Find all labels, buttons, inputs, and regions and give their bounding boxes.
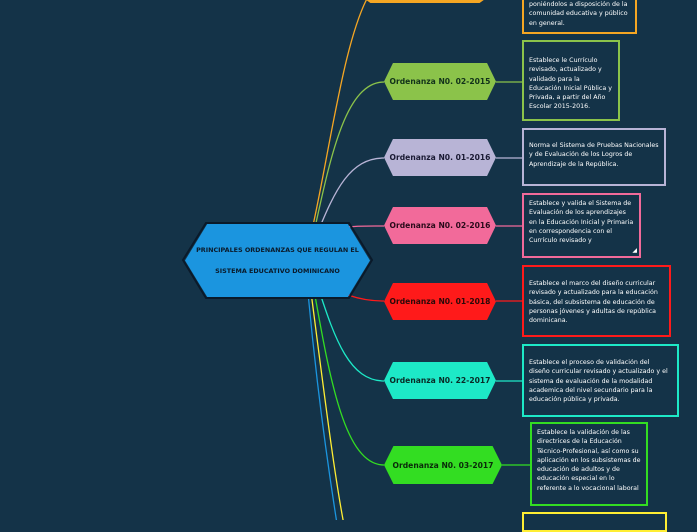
description-box-01-2018[interactable]: Establece el marco del diseño curricular… — [522, 265, 671, 337]
node-ordenanza-01-2018[interactable]: Ordenanza N0. 01-2018 — [384, 283, 496, 320]
node-label: Ordenanza N0. 02-2015 — [389, 77, 491, 86]
connector-branch-6 — [313, 289, 385, 466]
description-text: Establece el marco del diseño curricular… — [529, 280, 658, 325]
description-text: poniéndolos a disposición de la comunida… — [529, 1, 628, 27]
description-text: Establece le Currículo revisado, actuali… — [529, 57, 612, 111]
node-ordenanza-top[interactable] — [360, 0, 490, 3]
mindmap-connectors — [181, 0, 530, 520]
description-box-01-2016[interactable]: Norma el Sistema de Pruebas Nacionales y… — [522, 128, 666, 186]
description-text: Establece el proceso de validación del d… — [529, 359, 668, 404]
node-ordenanza-22-2017[interactable]: Ordenanza N0. 22-2017 — [384, 362, 496, 399]
node-ordenanza-02-2016[interactable]: Ordenanza N0. 02-2016 — [384, 207, 496, 244]
description-text: Establece y valida el Sistema de Evaluac… — [529, 200, 634, 245]
node-ordenanza-02-2015[interactable]: Ordenanza N0. 02-2015 — [384, 63, 496, 100]
central-topic-line1: PRINCIPALES ORDENANZAS QUE REGULAN EL — [196, 245, 359, 254]
connector-branch-8 — [307, 292, 338, 520]
node-label: Ordenanza N0. 03-2017 — [392, 460, 494, 470]
node-label: Ordenanza N0. 02-2016 — [389, 221, 491, 230]
description-text: Norma el Sistema de Pruebas Nacionales y… — [529, 142, 659, 168]
node-ordenanza-01-2016[interactable]: Ordenanza N0. 01-2016 — [384, 139, 496, 176]
node-label: Ordenanza N0. 01-2016 — [389, 153, 491, 162]
node-label: Ordenanza N0. 22-2017 — [389, 376, 491, 385]
description-box-03-2017[interactable]: Establece la validación de las directric… — [530, 422, 648, 506]
node-ordenanza-03-2017[interactable]: Ordenanza N0. 03-2017 — [384, 446, 502, 484]
connector-branch-2 — [316, 157, 385, 235]
connector-branch-7 — [310, 291, 344, 520]
description-box-22-2017[interactable]: Establece el proceso de validación del d… — [522, 344, 679, 417]
connector-branch-1 — [313, 81, 385, 233]
connector-branch-5 — [317, 286, 385, 382]
description-box-02-2015[interactable]: Establece le Currículo revisado, actuali… — [522, 40, 620, 121]
description-box-top[interactable]: poniéndolos a disposición de la comunida… — [522, 0, 637, 34]
description-box-02-2016[interactable]: Establece y valida el Sistema de Evaluac… — [522, 193, 641, 258]
central-topic-outline — [181, 222, 374, 299]
node-label: Ordenanza N0. 01-2018 — [389, 297, 491, 306]
central-topic-line2: SISTEMA EDUCATIVO DOMINICANO — [215, 266, 340, 275]
central-topic[interactable]: PRINCIPALES ORDENANZAS QUE REGULAN EL SI… — [185, 224, 370, 297]
resize-handle-icon[interactable]: ◢ — [632, 246, 637, 254]
connector-branch-0 — [311, 0, 368, 231]
description-box-bottom[interactable] — [522, 512, 667, 532]
description-text: Establece la validación de las directric… — [537, 429, 641, 492]
